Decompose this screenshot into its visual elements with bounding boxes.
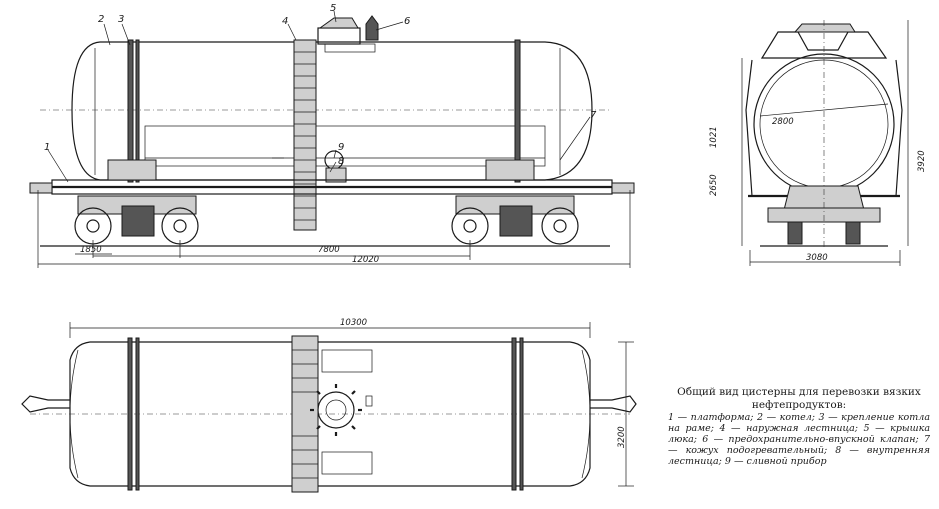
bogie-right bbox=[451, 195, 579, 245]
dim-plan-length: 10300 bbox=[340, 318, 367, 328]
boiler-plan bbox=[69, 341, 591, 487]
dim-width: 3080 bbox=[806, 253, 828, 263]
callout-3: 3 bbox=[118, 14, 124, 25]
callout-2: 2 bbox=[98, 14, 104, 25]
callout-1: 1 bbox=[44, 142, 50, 153]
coupler-right bbox=[611, 182, 635, 194]
outer-ladder bbox=[293, 39, 317, 231]
dim-plan-width: 3200 bbox=[617, 426, 627, 448]
caption-title: Общий вид цистерны для перевозки вязких … bbox=[677, 386, 921, 411]
coupler-left bbox=[29, 182, 53, 194]
callout-6: 6 bbox=[404, 16, 410, 27]
callout-8: 8 bbox=[338, 156, 344, 167]
dim-axle-height: 2650 bbox=[709, 174, 719, 196]
dim-total-height: 3920 bbox=[917, 150, 927, 172]
callout-5: 5 bbox=[330, 3, 336, 14]
boiler-side bbox=[71, 41, 593, 181]
hatch-cover bbox=[318, 17, 359, 29]
tank-band-left bbox=[127, 39, 134, 183]
hatch-plan bbox=[317, 391, 355, 429]
bogie-left bbox=[74, 195, 199, 245]
safety-valve bbox=[365, 15, 379, 41]
end-view: 2800 1021 2650 3920 3080 bbox=[709, 20, 927, 266]
dim-upper: 1021 bbox=[709, 126, 719, 148]
dim-bogie-base: 7800 bbox=[318, 245, 340, 255]
figure-caption: Общий вид цистерны для перевозки вязких … bbox=[668, 386, 930, 467]
caption-legend: 1 — платформа; 2 — котел; 3 — крепление … bbox=[668, 412, 930, 467]
dim-diameter: 2800 bbox=[772, 117, 794, 127]
callout-7: 7 bbox=[590, 110, 597, 121]
side-view: 1850 7800 12020 1 2 3 4 5 6 7 8 9 bbox=[29, 3, 635, 268]
callout-9: 9 bbox=[338, 142, 344, 153]
top-view: 10300 3200 bbox=[21, 318, 637, 493]
callout-4: 4 bbox=[282, 16, 288, 27]
dim-wheelbase: 1850 bbox=[80, 245, 102, 255]
dim-overall-length: 12020 bbox=[352, 255, 379, 265]
tank-band-right bbox=[514, 39, 521, 183]
